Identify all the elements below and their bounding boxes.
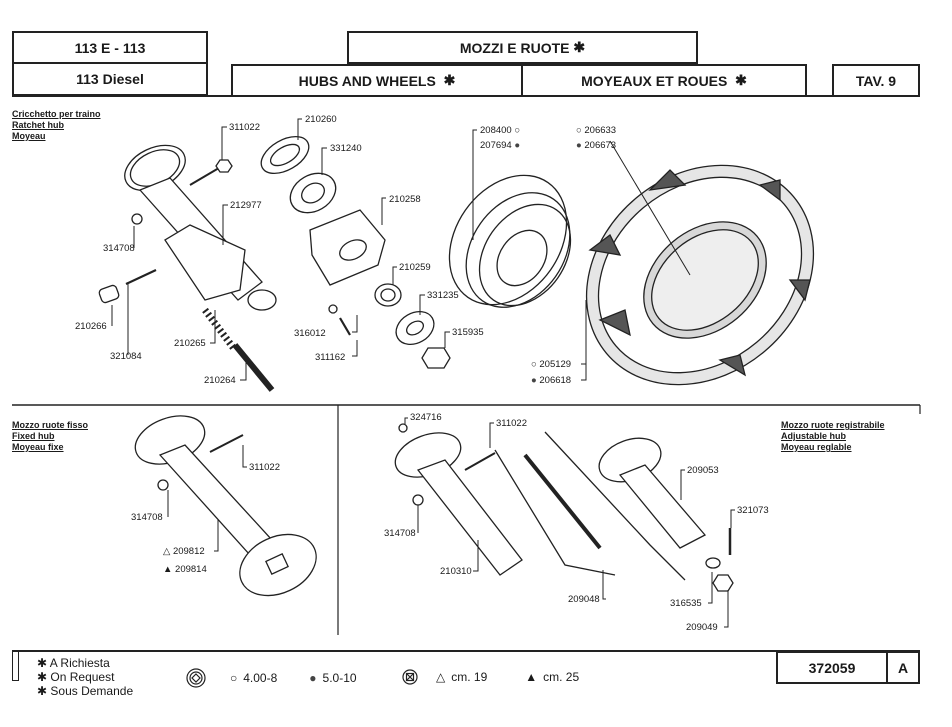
request-star-icon: ✱ [37,656,48,670]
wheel-symbol-icon [186,668,206,688]
rim-label-open: 208400 ○ [480,125,521,136]
tractor-tyre-drawing [585,164,815,386]
adjustable-title-en: Adjustable hub [781,431,846,441]
title-en: HUBS AND WHEELS [298,72,436,89]
part-label: 331240 [330,143,362,154]
title-it: MOZZI E RUOTE [459,39,570,56]
part-label: 311162 [315,352,346,363]
part-label: 210259 [399,262,431,273]
part-label: 331235 [427,290,459,301]
part-label: 324716 [410,412,442,423]
ratchet-title-it: Cricchetto per traino [12,109,101,119]
part-label: 210266 [75,321,107,332]
header-underline [12,95,920,97]
request-star-icon: ✱ [735,72,747,88]
filled-triangle-icon: ▲ [525,670,538,684]
shaft-label-filled: ▲ 209814 [163,564,207,575]
part-label: 316012 [294,328,326,339]
title-it-box: MOZZI E RUOTE ✱ [347,31,698,64]
revision-box: A [886,651,920,684]
open-triangle-icon: △ [436,670,446,684]
part-label: 209049 [686,622,718,633]
adjustable-hub-drawing [394,423,734,592]
fixed-title-it: Mozzo ruote fisso [12,420,88,430]
part-label: 209053 [687,465,719,476]
doc-number: 372059 [808,659,856,676]
filled-circle-icon: ● [576,140,582,151]
tyre-top-open: ○ 206633 [576,125,617,136]
filled-circle-icon: ● [531,375,537,386]
part-label: 311022 [229,122,260,133]
tyre-bottom-open: ○ 205129 [531,359,572,370]
legend-request: ✱ A Richiesta ✱ On Request ✱ Sous Demand… [37,656,134,698]
part-label: 321084 [110,351,142,362]
model-line-2: 113 Diesel [76,71,144,87]
title-fr: MOYEAUX ET ROUES [581,72,728,89]
open-circle-icon: ○ [531,359,537,370]
title-fr-box: MOYEAUX ET ROUES ✱ [521,64,807,97]
rim-label-filled: 207694 ● [480,140,521,151]
section-fixed-title: Mozzo ruote fisso Fixed hub Moyeau fixe [12,420,88,453]
leader-lines [111,118,735,628]
part-label: 210264 [204,375,236,386]
section-adjustable-title: Mozzo ruote registrabile Adjustable hub … [781,420,885,453]
filled-circle-icon: ● [309,671,317,685]
shaft-label-open: △ 209812 [163,546,205,557]
legend-wheel-sizes: ○4.00-8 ●5.0-10 [186,668,357,688]
revision: A [897,659,909,676]
ratchet-title-en: Ratchet hub [12,120,65,130]
part-label: 314708 [131,512,163,523]
part-label: 311022 [496,418,527,429]
open-circle-icon: ○ [576,125,582,136]
filled-circle-icon: ● [514,140,521,151]
tyre-top-filled: ● 206673 [576,140,617,151]
part-label: 212977 [230,200,262,211]
request-star-icon: ✱ [37,670,48,684]
part-label: 311022 [249,462,280,473]
request-star-icon: ✱ [573,39,586,55]
fixed-hub-drawing [134,415,317,597]
part-label: 210310 [440,566,472,577]
tyre-bottom-filled: ● 206618 [531,375,572,386]
open-triangle-icon: △ [163,546,171,557]
section-ratchet-title: Cricchetto per traino Ratchet hub Moyeau [12,109,101,142]
fixed-title-en: Fixed hub [12,431,55,441]
part-label: 314708 [384,528,416,539]
part-label: 210260 [305,114,337,125]
part-label: 316535 [670,598,702,609]
title-en-box: HUBS AND WHEELS ✱ [231,64,523,97]
open-circle-icon: ○ [514,125,521,136]
part-label: 315935 [452,327,484,338]
table-number: TAV. 9 [855,72,897,89]
request-star-icon: ✱ [37,684,48,698]
part-label: 314708 [103,243,135,254]
doc-number-box: 372059 [776,651,888,684]
footer-rule [12,650,920,652]
footer-bracket [12,652,19,681]
ratchet-title-fr: Moyeau [12,131,46,141]
wheel-rim-drawing [448,174,572,308]
part-label: 321073 [737,505,769,516]
part-label: 210258 [389,194,421,205]
ratchet-hub-drawing [98,144,277,392]
filled-triangle-icon: ▲ [163,564,173,575]
legend-hub-lengths: △cm. 19 ▲cm. 25 [402,669,579,685]
part-label: 209048 [568,594,600,605]
hub-symbol-icon [402,669,418,685]
adjustable-title-fr: Moyeau reglable [781,442,852,452]
adjustable-title-it: Mozzo ruote registrabile [781,420,885,430]
open-circle-icon: ○ [230,671,238,685]
model-box-1: 113 E - 113 [12,31,208,64]
request-star-icon: ✱ [443,72,456,88]
part-label: 210265 [174,338,206,349]
model-line-1: 113 E - 113 [74,39,146,56]
bearing-group-drawing [260,135,451,369]
fixed-title-fr: Moyeau fixe [12,442,64,452]
